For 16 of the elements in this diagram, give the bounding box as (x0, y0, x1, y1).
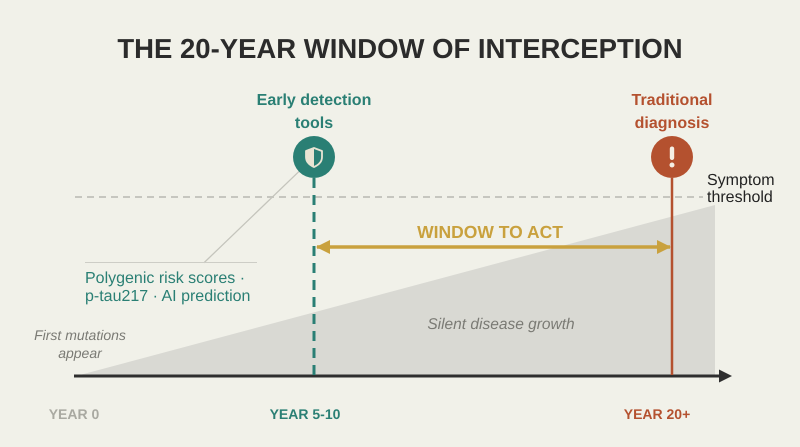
marker-line (670, 178, 674, 375)
marker-label: Traditional diagnosis (630, 91, 714, 134)
threshold-label: Symptom threshold (707, 172, 776, 206)
title: THE 20-YEAR WINDOW OF INTERCEPTION (117, 33, 683, 65)
span-label: WINDOW TO ACT (417, 221, 563, 243)
shield-icon (293, 136, 335, 178)
axis-label: YEAR 0 (48, 405, 100, 423)
annotation-text: Polygenic risk scores · p-tau217 · AI prediction (85, 262, 257, 306)
area-label: Silent disease growth (427, 315, 575, 335)
axis-label: YEAR 5-10 (270, 405, 340, 423)
alert-icon (651, 136, 693, 178)
leader-line (204, 171, 300, 264)
note-text: First mutations appear (33, 326, 127, 362)
marker-line (312, 178, 316, 375)
marker-label: Early detection tools (256, 91, 372, 134)
axis-label: YEAR 20+ (624, 405, 690, 423)
